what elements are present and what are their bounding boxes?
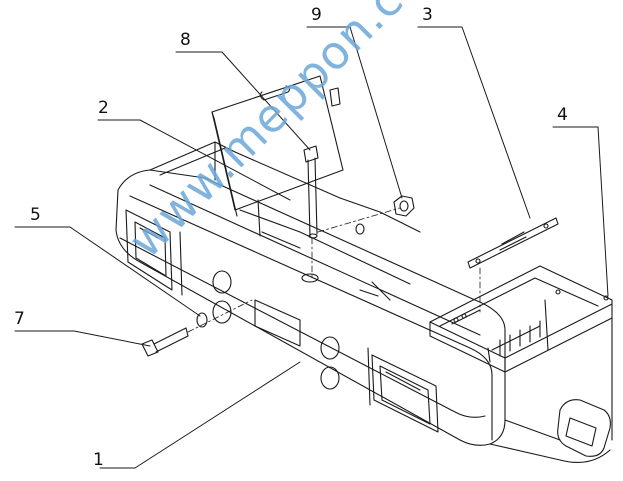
- callout-4: 4: [557, 105, 568, 125]
- assembly-axes: [187, 207, 481, 333]
- callout-2: 2: [98, 98, 109, 118]
- callout-8: 8: [180, 30, 191, 50]
- washer-part: [355, 223, 365, 235]
- inner-frame: [149, 141, 421, 301]
- callout-3: 3: [422, 5, 433, 25]
- washer-part-5: [196, 312, 208, 328]
- nut-part: [393, 195, 415, 217]
- bolt-part: [141, 327, 189, 357]
- callout-7: 7: [14, 309, 25, 329]
- bracket-box-part: [429, 265, 613, 373]
- strap-plate-part: [467, 217, 559, 269]
- pin-part: [303, 145, 319, 239]
- callout-9: 9: [311, 5, 322, 25]
- callout-5: 5: [30, 205, 41, 225]
- callout-1: 1: [93, 450, 104, 470]
- bumper-body-part: [115, 169, 613, 463]
- leader-lines: [14, 26, 609, 469]
